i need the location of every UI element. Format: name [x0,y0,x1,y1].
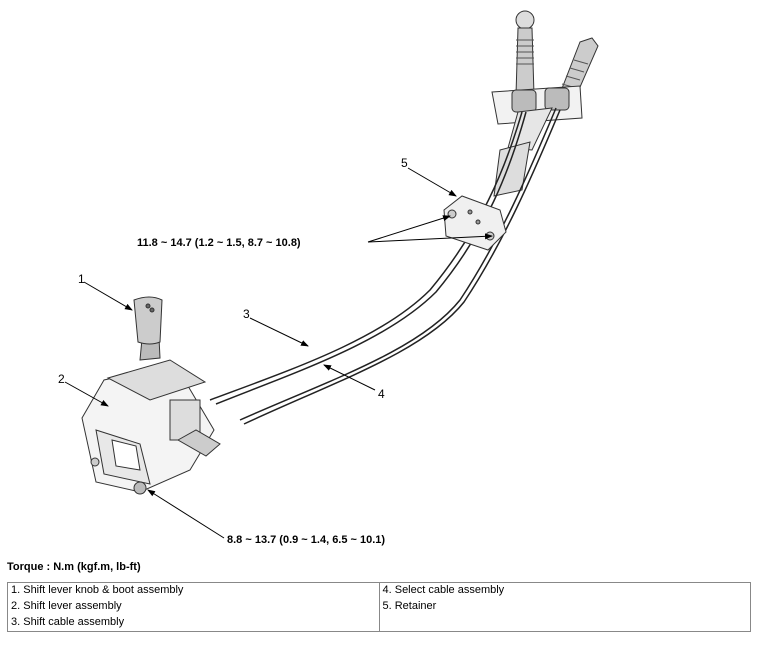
callout-5: 5 [401,156,408,170]
callout-1: 1 [78,272,85,286]
shift-cable [209,111,527,405]
torque-label-retainer: 11.8 ~ 14.7 (1.2 ~ 1.5, 8.7 ~ 10.8) [137,237,301,249]
retainer-illustration [443,195,507,251]
legend-row: 2. Shift lever assembly 5. Retainer [7,599,751,615]
legend-row: 3. Shift cable assembly [7,615,751,632]
legend-item-5: 5. Retainer [378,599,751,615]
legend-row: 1. Shift lever knob & boot assembly 4. S… [7,582,751,599]
shift-lever-illustration [81,296,221,495]
legend-item-2: 2. Shift lever assembly [7,599,380,615]
callout-3: 3 [243,307,250,321]
callout-4: 4 [378,387,385,401]
legend-empty-cell [378,615,751,632]
select-cable [239,107,561,425]
shift-cable-diagram: 1 2 3 4 5 11.8 ~ 14.7 (1.2 ~ 1.5, 8.7 ~ … [58,10,599,546]
callout-leaders [64,167,493,539]
legend-item-1: 1. Shift lever knob & boot assembly [7,582,380,599]
transmission-end-illustration [491,10,599,197]
parts-legend-table: 1. Shift lever knob & boot assembly 4. S… [7,582,751,632]
torque-caption: Torque : N.m (kgf.m, lb-ft) [7,561,141,573]
torque-label-base: 8.8 ~ 13.7 (0.9 ~ 1.4, 6.5 ~ 10.1) [227,534,385,546]
callout-2: 2 [58,372,65,386]
legend-item-3: 3. Shift cable assembly [7,615,380,632]
legend-item-4: 4. Select cable assembly [378,582,751,599]
